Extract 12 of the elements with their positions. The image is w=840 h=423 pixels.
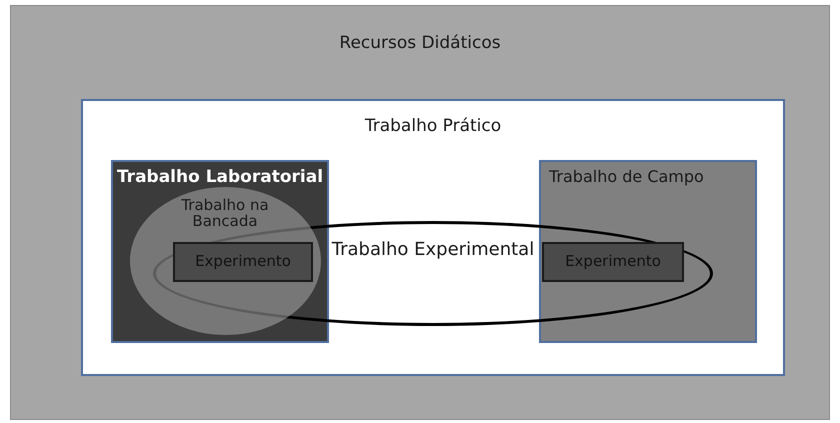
- node-label: Trabalho na Bancada: [180, 197, 270, 229]
- node-label: Trabalho de Campo: [549, 168, 704, 186]
- node-label: Experimento: [564, 253, 662, 270]
- inner-box: [81, 99, 785, 376]
- node-label: Trabalho Laboratorial: [116, 168, 324, 188]
- node-label: Trabalho Prático: [364, 117, 502, 137]
- process-box: [542, 242, 684, 282]
- node-label: Trabalho Experimental: [330, 240, 536, 261]
- outer-box: [10, 5, 830, 420]
- node-label: Recursos Didáticos: [338, 34, 502, 54]
- node-label: Experimento: [194, 253, 292, 270]
- process-box: [173, 242, 313, 282]
